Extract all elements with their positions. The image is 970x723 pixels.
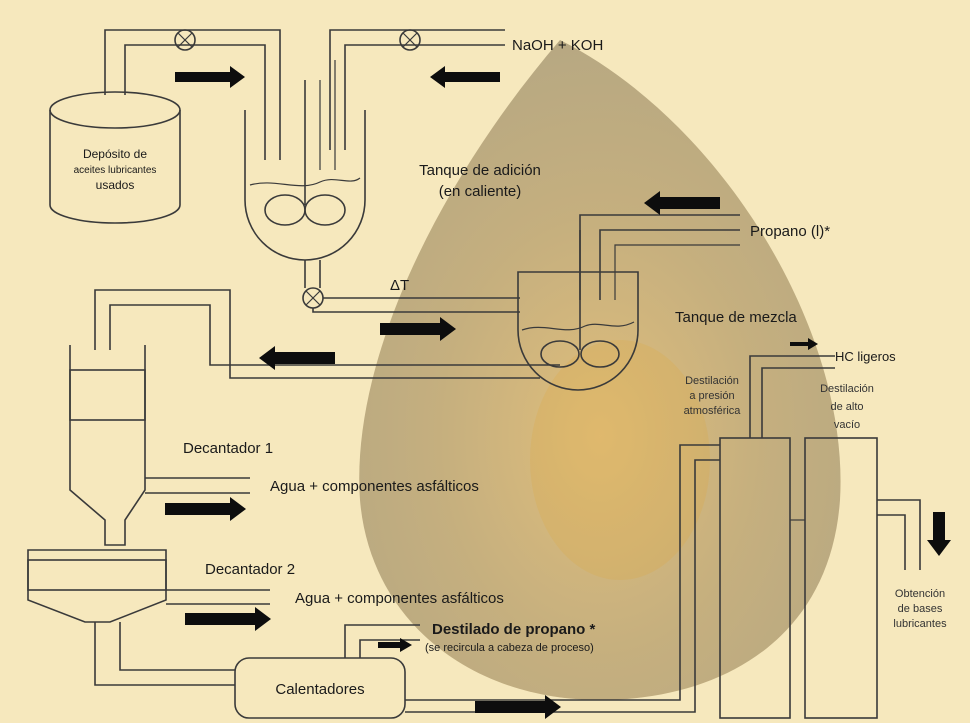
decantador2-label: Decantador 2 [205, 561, 295, 578]
deposito-label-line1: Depósito de [83, 147, 147, 161]
hc-ligeros-label: HC ligeros [835, 349, 896, 364]
destilacion-atm-label-line1: Destilación [685, 375, 739, 387]
propano-label: Propano (l)* [750, 223, 830, 240]
destilacion-vacio-label-line3: vacío [834, 419, 860, 431]
destilacion-atm-label-line2: a presión [689, 390, 734, 402]
decantador1-label: Decantador 1 [183, 440, 273, 457]
destilado-propano-label: Destilado de propano * [432, 621, 596, 638]
obtencion-label-line1: Obtención [895, 588, 945, 600]
agua1-label: Agua + componentes asfálticos [270, 478, 479, 495]
tanque-adicion-label-line2: (en caliente) [439, 183, 522, 200]
naoh-koh-label: NaOH + KOH [512, 37, 603, 54]
calentadores-label: Calentadores [275, 681, 364, 698]
destilacion-vacio-label-line1: Destilación [820, 383, 874, 395]
deposito-label-line3: usados [96, 178, 135, 192]
tanque-mezcla-label: Tanque de mezcla [675, 309, 797, 326]
recircula-label: (se recircula a cabeza de proceso) [425, 642, 594, 654]
obtencion-label-line3: lubricantes [893, 618, 947, 630]
tanque-adicion-label-line1: Tanque de adición [419, 162, 541, 179]
agua2-label: Agua + componentes asfálticos [295, 590, 504, 607]
obtencion-label-line2: de bases [898, 603, 943, 615]
destilacion-vacio-label-line2: de alto [830, 401, 863, 413]
deposito-label-line2: aceites lubricantes [74, 165, 157, 176]
delta-t-label: ΔT [390, 277, 409, 294]
background-oil-highlight [530, 340, 710, 580]
destilacion-atm-label-line3: atmosférica [684, 405, 742, 417]
